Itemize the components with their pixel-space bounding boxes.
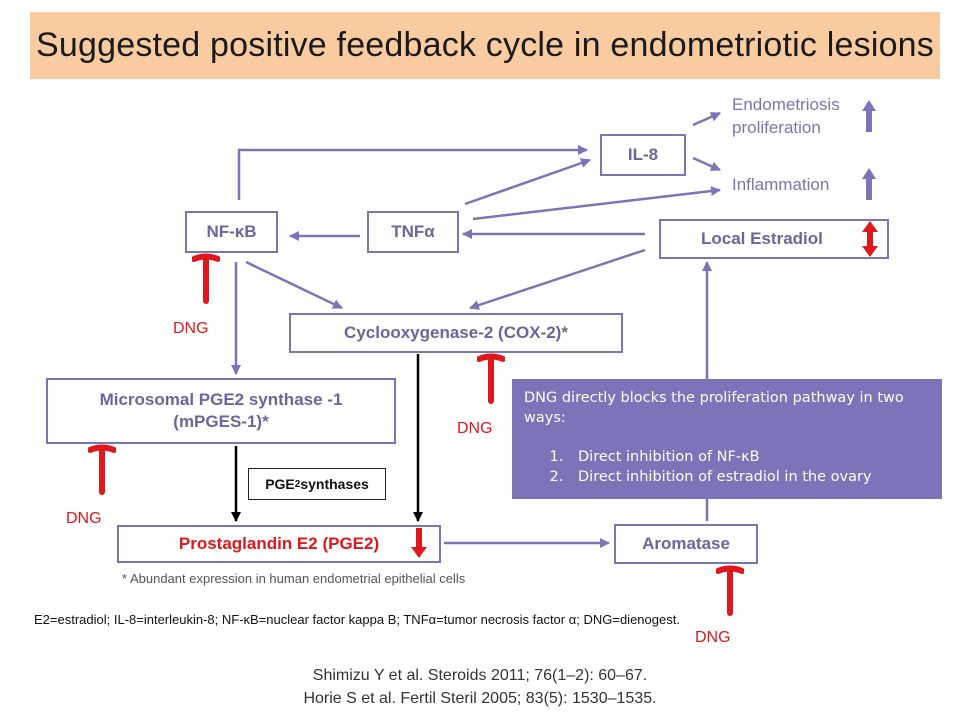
dng-label: DNG — [66, 510, 102, 527]
inflammation-label: Inflammation — [732, 175, 830, 194]
arrow-nfkb-to-il8 — [237, 145, 588, 200]
reference: Horie S et al. Fertil Steril 2005; 83(5)… — [303, 690, 657, 707]
tnf-node: TNFα — [367, 211, 459, 253]
nfkb-node: NF-κB — [185, 211, 278, 253]
cox2-node: Cyclooxygenase-2 (COX-2)* — [289, 313, 623, 353]
arrow-il8-to-inflammation — [692, 156, 721, 172]
mpges1-node: Microsomal PGE2 synthase -1 (mPGES-1)* — [46, 378, 396, 444]
dng-label: DNG — [457, 420, 493, 437]
aromatase-node: Aromatase — [614, 524, 758, 564]
up-arrow-icon — [862, 168, 876, 200]
info-list: Direct inhibition of NF-κB Direct inhibi… — [524, 447, 930, 488]
up-arrow-icon — [862, 100, 876, 132]
info-callout: DNG directly blocks the proliferation pa… — [512, 379, 942, 499]
abbreviations: E2=estradiol; IL-8=interleukin-8; NF-κB=… — [34, 612, 680, 627]
proliferation-label: Endometriosis proliferation — [732, 95, 840, 137]
arrow-tnf-to-inflammation — [472, 186, 721, 221]
up-down-arrow-icon — [862, 221, 878, 257]
pge2-node: Prostaglandin E2 (PGE2) — [117, 525, 441, 563]
inhibitor-t-icon — [716, 565, 744, 616]
inhibitor-t-icon — [88, 444, 116, 495]
dng-label: DNG — [173, 320, 209, 337]
footnote: * Abundant expression in human endometri… — [122, 571, 466, 586]
arrow-tnf-to-il8 — [464, 158, 591, 206]
estradiol-node: Local Estradiol — [659, 219, 889, 259]
dng-label: DNG — [695, 629, 731, 646]
arrow-estradiol-to-cox2 — [469, 248, 646, 310]
inhibitor-t-icon — [477, 353, 505, 404]
inhibitor-t-icon — [192, 253, 220, 304]
info-list-item: Direct inhibition of NF-κB — [568, 447, 930, 467]
il8-node: IL-8 — [600, 134, 686, 176]
arrow-nfkb-to-cox2 — [245, 260, 343, 310]
info-list-item: Direct inhibition of estradiol in the ov… — [568, 467, 930, 487]
down-arrow-icon — [411, 528, 427, 558]
arrow-il8-to-proliferation — [692, 111, 721, 127]
reference: Shimizu Y et al. Steroids 2011; 76(1–2):… — [312, 667, 648, 684]
page-title: Suggested positive feedback cycle in end… — [36, 26, 934, 64]
title-banner: Suggested positive feedback cycle in end… — [30, 12, 940, 79]
info-intro: DNG directly blocks the proliferation pa… — [524, 390, 904, 427]
